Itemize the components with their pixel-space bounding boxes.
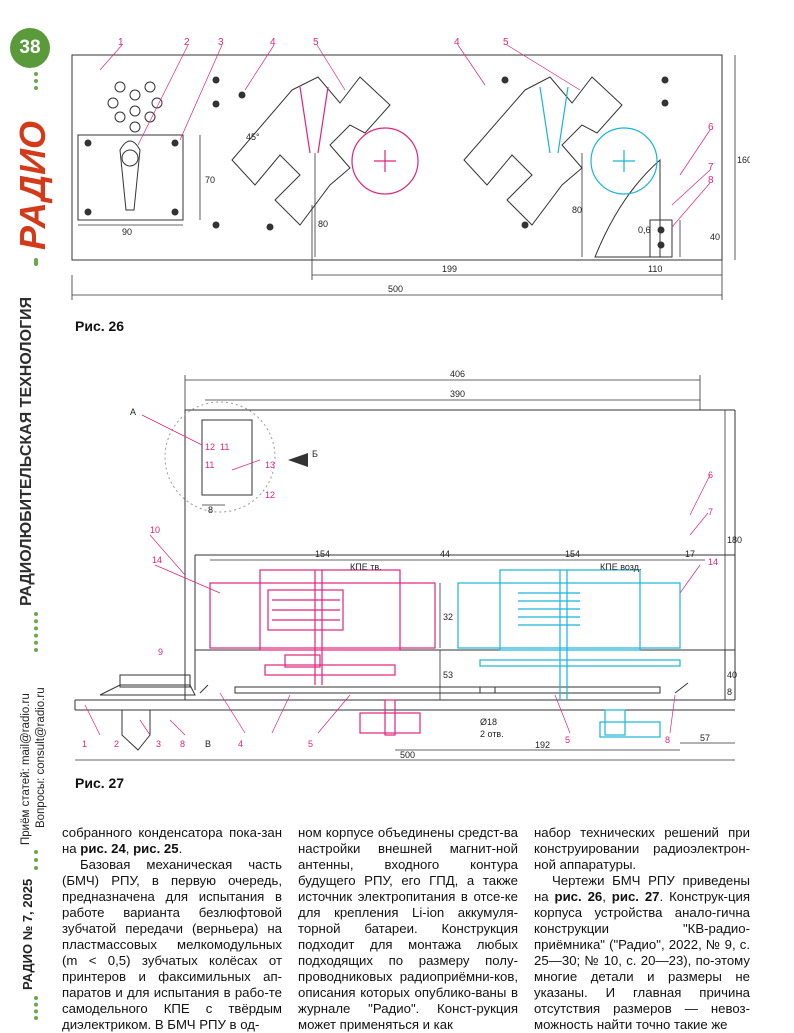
- dim-label: 90: [122, 227, 132, 237]
- part-label: 5: [313, 37, 319, 48]
- dim-label: 53: [443, 670, 453, 680]
- dim-label: 390: [450, 389, 465, 399]
- dim-label: Ø18: [480, 717, 497, 727]
- cutout-right: [463, 76, 623, 226]
- part-label: 5: [503, 37, 509, 48]
- part-label: 8: [665, 735, 670, 745]
- logo: РАДИО: [12, 121, 53, 250]
- dim-label: 0,6: [638, 225, 651, 235]
- part-label: 14: [152, 555, 162, 565]
- tuning-knob-shape: [119, 140, 141, 211]
- dim-label: 17: [685, 549, 695, 559]
- part-label: 13: [265, 460, 275, 470]
- part-label: 3: [156, 739, 161, 749]
- text-column-2: ном корпусе объединены средст-ва настрой…: [298, 825, 518, 1033]
- dim-label: 40: [710, 232, 720, 242]
- dim-label: 110: [648, 264, 662, 274]
- dot-divider: [34, 72, 42, 90]
- dim-label: 8: [727, 687, 732, 697]
- dim-label: 80: [572, 205, 582, 215]
- text-column-1: собранного конденсатора пока-зан на рис.…: [62, 825, 282, 1033]
- part-label: 3: [218, 37, 224, 48]
- kpe-label: КПЕ возд.: [600, 562, 641, 572]
- view-label: В: [205, 739, 211, 749]
- part-label: 1: [118, 37, 124, 48]
- part-label: 1: [82, 739, 87, 749]
- dot-divider: [34, 996, 42, 1020]
- part-label: 4: [238, 739, 243, 749]
- paragraph: Чертежи БМЧ РПУ приведены на рис. 26, ри…: [534, 873, 751, 1032]
- speaker-holes: [107, 81, 163, 133]
- contact-articles: Приём статей: mail@radio.ru: [20, 693, 32, 845]
- dot-divider: [34, 612, 42, 652]
- dim-label: 2 отв.: [480, 729, 504, 739]
- part-label: 9: [158, 647, 163, 657]
- paragraph: Базовая механическая часть (БМЧ) РПУ, в …: [62, 857, 282, 1032]
- figure-26-caption: Рис. 26: [75, 318, 125, 334]
- part-label: 6: [708, 122, 714, 133]
- dim-label: 500: [400, 750, 415, 760]
- dim-label: 192: [535, 740, 550, 750]
- kpe-label: КПЕ тв.: [350, 562, 382, 572]
- dim-label: 500: [388, 284, 403, 294]
- panel-outline: [71, 54, 723, 261]
- dim-label: 154: [565, 549, 580, 559]
- part-label: 2: [114, 739, 119, 749]
- view-label: Б: [312, 449, 318, 459]
- part-label: 11: [205, 460, 214, 470]
- part-label: 7: [708, 162, 714, 173]
- kpe-solid-group: [209, 569, 436, 736]
- text-column-3: набор технических решений при конструиро…: [534, 825, 750, 1033]
- contact-questions: Вопросы: consult@radio.ru: [35, 687, 47, 828]
- figure-27-caption: Рис. 27: [75, 775, 125, 791]
- part-label: 2: [184, 37, 190, 48]
- dim-label: 70: [205, 175, 215, 185]
- part-label: 4: [454, 37, 460, 48]
- view-label: А: [130, 407, 136, 417]
- part-label: 12: [265, 490, 275, 500]
- dim-label: 57: [700, 733, 710, 743]
- sidebar: 38 РАДИО РАДИОЛЮБИТЕЛЬСКАЯ ТЕХНОЛОГИЯ Пр…: [0, 0, 56, 1027]
- part-label: 10: [150, 525, 160, 535]
- dot-divider: [34, 258, 42, 266]
- dim-label: 199: [442, 264, 457, 274]
- dim-label: 40: [727, 670, 737, 680]
- cutout-left: [231, 76, 391, 226]
- page-number: 38: [10, 28, 50, 68]
- part-label: 8: [180, 739, 185, 749]
- part-label: 6: [708, 470, 713, 480]
- dim-label: 160: [737, 155, 750, 165]
- part-label: 8: [708, 175, 714, 186]
- dim-label: 8: [208, 505, 213, 515]
- part-label: 5: [565, 735, 570, 745]
- part-label: 11: [220, 442, 229, 452]
- kpe-air-group: [457, 569, 681, 738]
- dim-label: 44: [440, 549, 450, 559]
- part-label: 12: [205, 442, 215, 452]
- issue-label: РАДИО № 7, 2025: [20, 878, 35, 990]
- capacitor-circle-left: [351, 127, 419, 195]
- figure-27-drawing: 12 11 11 13 12 10 14 14 6 7 9 1 2 3 8 4 …: [74, 369, 742, 761]
- dim-label: 45°: [246, 132, 260, 142]
- dim-label: 32: [443, 612, 453, 622]
- part-label: 5: [308, 739, 313, 749]
- paragraph: набор технических решений при конструиро…: [534, 825, 750, 872]
- dot-divider: [34, 850, 42, 870]
- dim-label: 154: [315, 549, 330, 559]
- paragraph: собранного конденсатора пока-зан на рис.…: [62, 825, 282, 856]
- figure-26-drawing: 1 2 3 4 5 4 5 6 7 8 45° 70 90 80 80 0,6 …: [71, 37, 750, 300]
- dim-label: 80: [318, 219, 328, 229]
- paragraph: ном корпусе объединены средст-ва настрой…: [298, 825, 518, 1032]
- part-label: 4: [270, 37, 276, 48]
- dim-label: 406: [450, 369, 465, 379]
- bracket-box: [77, 134, 184, 221]
- part-label: 7: [708, 507, 713, 517]
- section-title: РАДИОЛЮБИТЕЛЬСКАЯ ТЕХНОЛОГИЯ: [18, 296, 35, 606]
- dim-label: 180: [727, 535, 742, 545]
- part-label: 14: [708, 557, 718, 567]
- capacitor-circle-right: [590, 127, 658, 195]
